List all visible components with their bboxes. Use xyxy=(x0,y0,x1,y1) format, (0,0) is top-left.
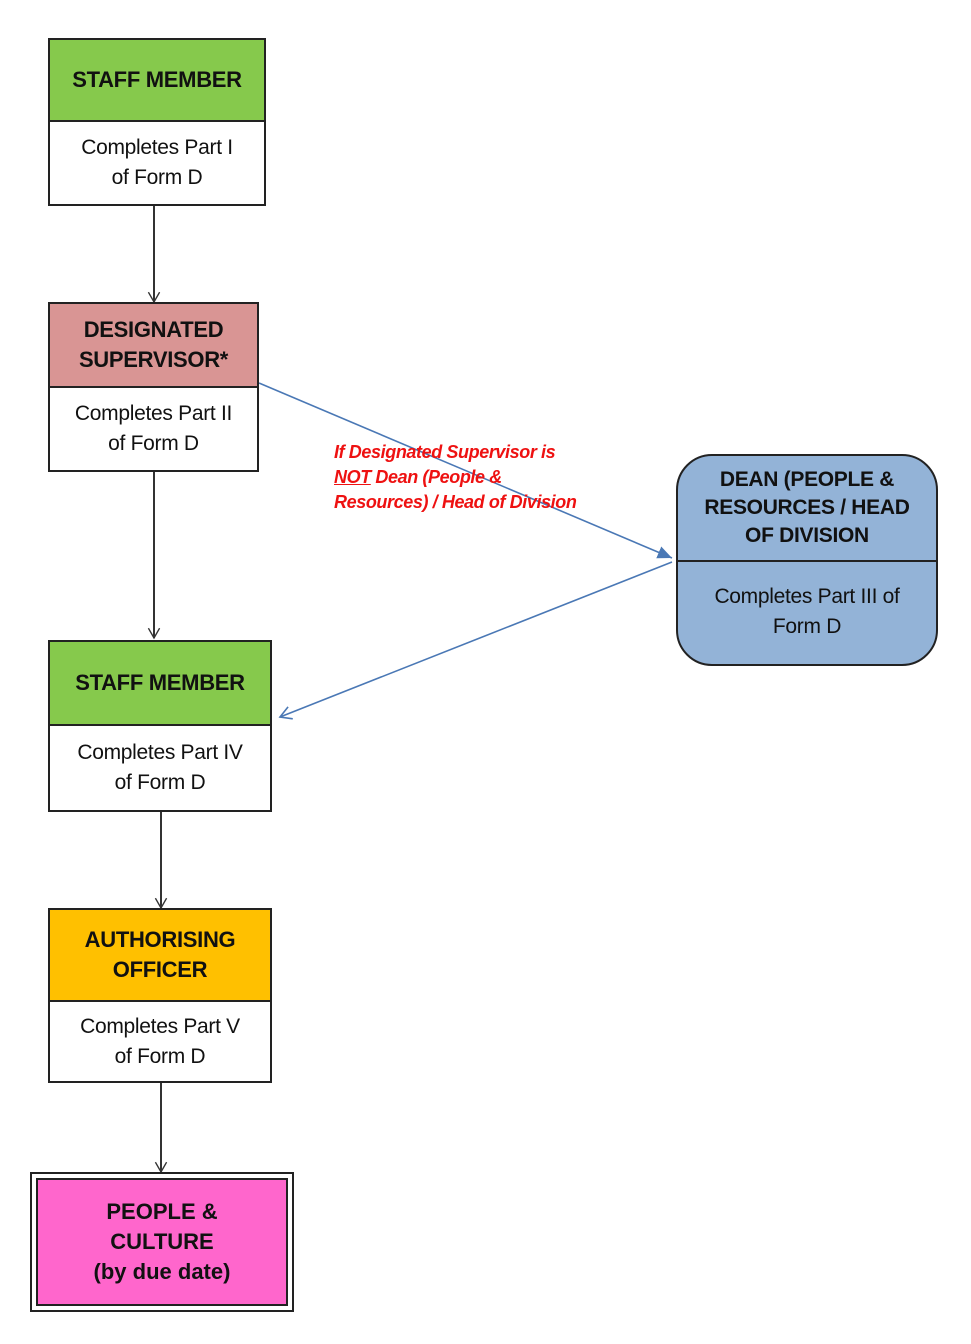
dean-node-title: DEAN (PEOPLE & RESOURCES / HEAD OF DIVIS… xyxy=(678,456,936,562)
people-culture-node-title: PEOPLE & CULTURE (by due date) xyxy=(36,1178,288,1306)
designated-supervisor-node-action: Completes Part II of Form D xyxy=(74,402,233,455)
conditional-note-line-3: Resources) / Head of Division xyxy=(334,492,577,512)
authorising-officer-node: AUTHORISING OFFICER Completes Part V of … xyxy=(48,908,272,1083)
dean-node: DEAN (PEOPLE & RESOURCES / HEAD OF DIVIS… xyxy=(676,454,938,666)
staff-member-node-1-title: STAFF MEMBER xyxy=(50,40,264,122)
staff-member-node-1-action: Completes Part I of Form D xyxy=(81,136,233,189)
staff-member-node-2-title: STAFF MEMBER xyxy=(50,642,270,726)
conditional-route-note: If Designated Supervisor is NOT Dean (Pe… xyxy=(334,440,634,515)
staff-member-node-1: STAFF MEMBER Completes Part I of Form D xyxy=(48,38,266,206)
designated-supervisor-node-title: DESIGNATED SUPERVISOR* xyxy=(50,304,257,388)
arrow-dean-to-staff2 xyxy=(278,561,673,720)
conditional-note-not: NOT xyxy=(334,467,371,487)
authorising-officer-node-title: AUTHORISING OFFICER xyxy=(50,910,270,1002)
authorising-officer-node-action: Completes Part V of Form D xyxy=(80,1014,240,1068)
staff-member-node-2: STAFF MEMBER Completes Part IV of Form D xyxy=(48,640,272,812)
dean-node-action: Completes Part III of Form D xyxy=(714,585,900,638)
people-culture-node: PEOPLE & CULTURE (by due date) xyxy=(30,1172,294,1312)
conditional-note-line-1: If Designated Supervisor is xyxy=(334,442,556,462)
arrow-supervisor-to-dean xyxy=(258,382,673,559)
conditional-note-line-2-rest: Dean (People & xyxy=(370,467,502,487)
staff-member-node-2-action: Completes Part IV of Form D xyxy=(77,741,243,794)
designated-supervisor-node: DESIGNATED SUPERVISOR* Completes Part II… xyxy=(48,302,259,472)
conditional-note-line-2: NOT Dean (People & xyxy=(334,465,634,490)
